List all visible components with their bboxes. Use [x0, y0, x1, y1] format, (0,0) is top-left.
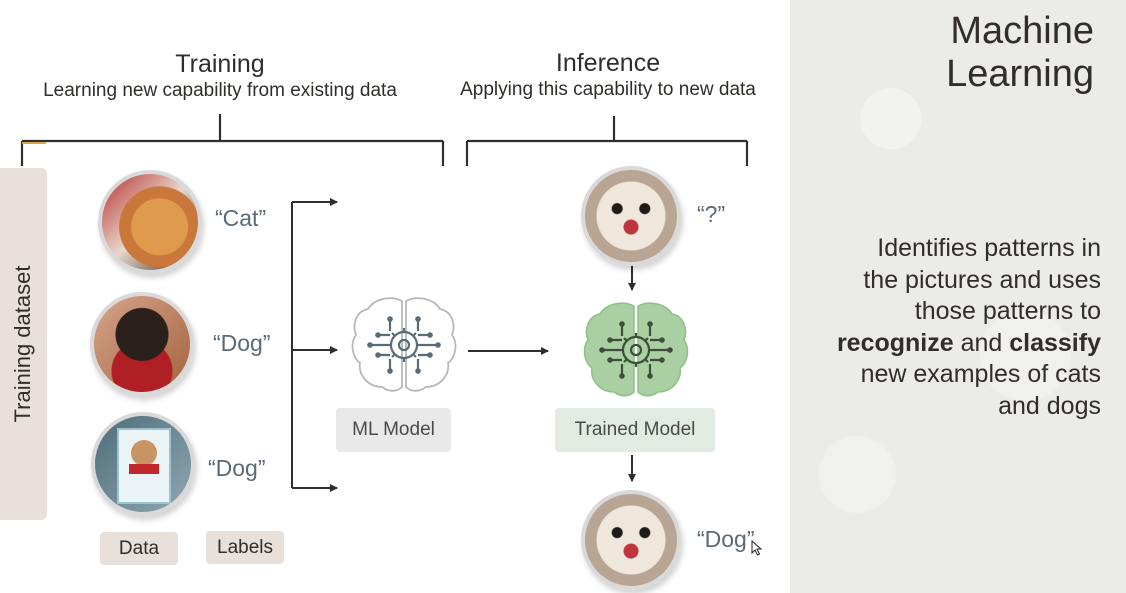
diagram-connectors: [20, 114, 749, 492]
dog-head-shape: [131, 440, 157, 466]
unknown-dog-photo: [581, 166, 681, 266]
machine-learning-description: Identifies patterns in the pictures and …: [801, 233, 1101, 422]
dog-photo-2: [91, 412, 195, 516]
labels-pill: Labels: [206, 531, 284, 564]
classify-text: classify: [1009, 328, 1101, 357]
inference-subtitle: Applying this capability to new data: [460, 79, 756, 100]
trained-model-label: Trained Model: [555, 408, 715, 452]
label-cat: “Cat”: [215, 205, 267, 231]
inference-title: Inference: [555, 49, 661, 77]
recognize-text: recognize: [836, 328, 954, 357]
dog-scarf-shape: [129, 464, 159, 474]
dog-photo-1: [90, 292, 194, 396]
label-dog-result: “Dog”: [697, 526, 755, 552]
desc-line: those patterns to: [914, 297, 1101, 325]
inference-header: Inference Applying this capability to ne…: [438, 48, 778, 102]
mouse-cursor-icon: [751, 540, 763, 556]
right-panel: Machine Learning Identifies patterns in …: [790, 0, 1126, 593]
machine-learning-title: Machine Learning: [946, 10, 1094, 96]
label-dog-1: “Dog”: [213, 330, 271, 356]
inference-bracket: [465, 116, 749, 166]
training-dataset-bar: [0, 168, 47, 520]
label-unknown: “?”: [697, 201, 726, 227]
training-bracket: [20, 114, 445, 166]
desc-line: the pictures and uses: [863, 265, 1101, 294]
dog-photo-frame: [117, 428, 171, 504]
training-subtitle: Learning new capability from existing da…: [43, 80, 397, 101]
cat-photo: [98, 170, 202, 274]
training-title: Training: [175, 50, 265, 78]
classified-dog-photo: [581, 490, 681, 590]
title-line-1: Machine: [950, 10, 1094, 52]
brain-gear-outline-icon: [351, 297, 457, 392]
title-line-2: Learning: [946, 53, 1094, 95]
ml-model-label: ML Model: [336, 408, 451, 452]
desc-line: and dogs: [998, 391, 1101, 420]
desc-line: new examples of cats: [860, 360, 1101, 388]
label-dog-2: “Dog”: [208, 455, 266, 481]
brain-gear-green-icon: [583, 302, 689, 397]
desc-connector: and: [953, 328, 1010, 357]
training-feed-arrows: [291, 198, 338, 492]
desc-line: Identifies patterns in: [877, 234, 1101, 262]
data-pill: Data: [100, 532, 178, 565]
desc-line: recognize and classify: [801, 328, 1101, 360]
training-header: Training Learning new capability from ex…: [20, 49, 420, 103]
